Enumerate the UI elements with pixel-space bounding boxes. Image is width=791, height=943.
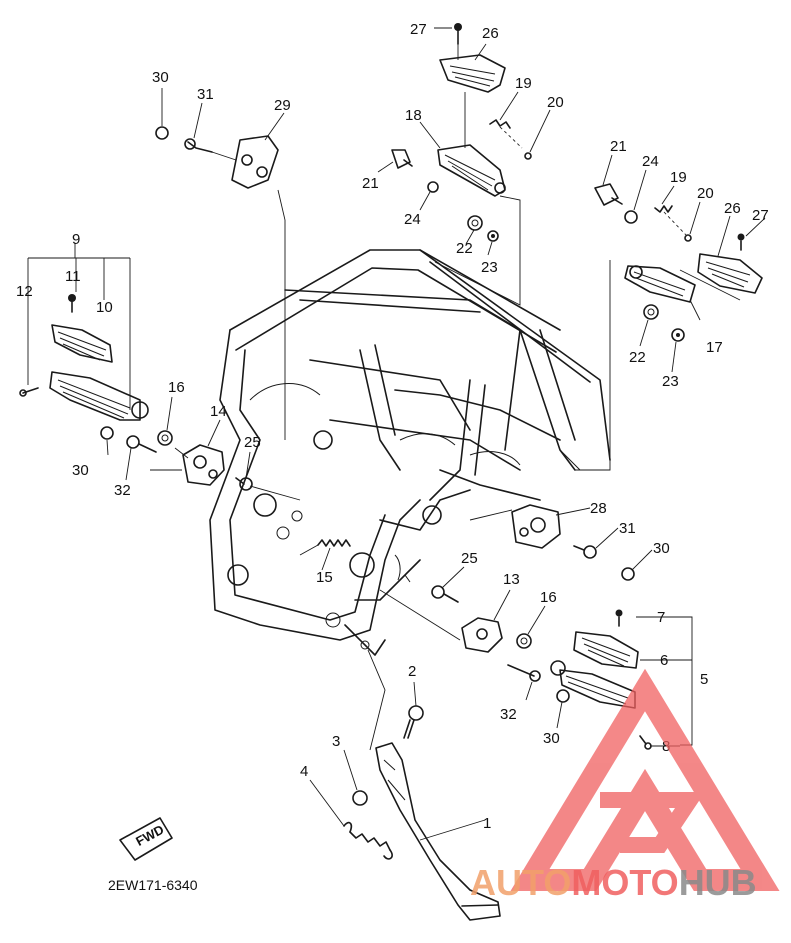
label-5: 5 — [700, 671, 708, 688]
label-7: 7 — [657, 609, 665, 626]
watermark-text: AUTOMOTOHUB — [470, 862, 757, 903]
label-29: 29 — [274, 97, 291, 114]
label-31-top: 31 — [197, 86, 214, 103]
label-24-right: 24 — [642, 153, 659, 170]
label-23-top: 23 — [481, 259, 498, 276]
label-25-left: 25 — [244, 434, 261, 451]
label-30-top: 30 — [152, 69, 169, 86]
side-stand — [309, 649, 501, 921]
label-31-right: 31 — [619, 520, 636, 537]
label-8: 8 — [662, 738, 670, 755]
label-30-left: 30 — [72, 462, 89, 479]
label-23-right: 23 — [662, 373, 679, 390]
diagram-code: 2EW171-6340 — [108, 877, 198, 893]
label-27-right: 27 — [752, 207, 769, 224]
front-footrest-left — [19, 126, 213, 440]
watermark-auto: AUTO — [470, 862, 571, 903]
label-10: 10 — [96, 299, 113, 316]
label-1: 1 — [483, 815, 491, 832]
label-20-top: 20 — [547, 94, 564, 111]
spring-15 — [299, 539, 351, 556]
bracket-14 — [126, 430, 301, 501]
label-11: 11 — [65, 268, 81, 285]
label-28: 28 — [590, 500, 607, 517]
label-16-left: 16 — [168, 379, 185, 396]
label-16-right: 16 — [540, 589, 557, 606]
label-22-top: 22 — [456, 240, 473, 257]
label-3: 3 — [332, 733, 340, 750]
label-15: 15 — [316, 569, 333, 586]
watermark-hub: HUB — [679, 862, 757, 903]
label-9: 9 — [72, 231, 80, 248]
front-footrest-right — [379, 585, 693, 750]
label-21-top: 21 — [362, 175, 379, 192]
label-13: 13 — [503, 571, 520, 588]
label-20-right: 20 — [697, 185, 714, 202]
label-30-mid: 30 — [653, 540, 670, 557]
bracket-29 — [211, 135, 286, 440]
fwd-arrow: FWD — [119, 817, 173, 861]
label-17: 17 — [706, 339, 723, 356]
label-25-right: 25 — [461, 550, 478, 567]
watermark-logo — [510, 668, 780, 891]
label-19-right: 19 — [670, 169, 687, 186]
watermark-moto: MOTO — [571, 862, 678, 903]
rear-footrest-upper — [391, 23, 532, 306]
leaders — [74, 27, 766, 841]
rear-footrest-right — [575, 183, 763, 471]
label-6: 6 — [660, 652, 668, 669]
label-26-top: 26 — [482, 25, 499, 42]
label-22-right: 22 — [629, 349, 646, 366]
bracket-28 — [469, 504, 635, 581]
label-32-left: 32 — [114, 482, 131, 499]
label-18: 18 — [405, 107, 422, 124]
label-14: 14 — [210, 403, 227, 420]
label-30-bottom: 30 — [543, 730, 560, 747]
part-labels: 1 2 3 4 5 6 7 8 9 10 11 12 13 14 15 16 1… — [16, 21, 769, 832]
label-19-top: 19 — [515, 75, 532, 92]
label-26-right: 26 — [724, 200, 741, 217]
label-2: 2 — [408, 663, 416, 680]
frame — [209, 249, 611, 656]
label-4: 4 — [300, 763, 308, 780]
label-21-right: 21 — [610, 138, 627, 155]
label-27-top: 27 — [410, 21, 427, 38]
label-12: 12 — [16, 283, 33, 300]
label-32-right: 32 — [500, 706, 517, 723]
label-24-top: 24 — [404, 211, 421, 228]
